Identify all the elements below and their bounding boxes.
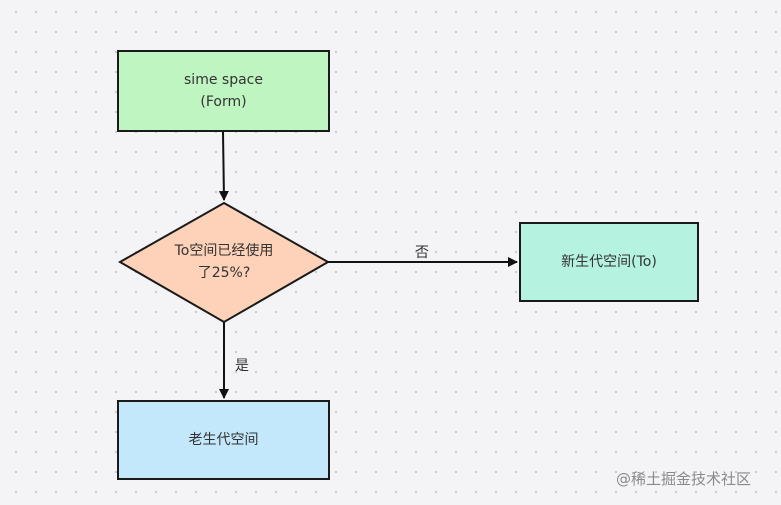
form-space-node: sime space (Form) — [117, 50, 330, 132]
watermark: @稀土掘金技术社区 — [616, 470, 752, 488]
edge-label-no: 否 — [415, 245, 429, 261]
decision-label: To空间已经使用 了25%? — [150, 240, 298, 284]
form-node-line2: (Form) — [200, 94, 247, 110]
old-gen-label: 老生代空间 — [188, 432, 259, 448]
new-generation-node: 新生代空间(To) — [519, 222, 699, 302]
decision-label-line1: To空间已经使用 — [174, 243, 274, 259]
edge-label-yes: 是 — [235, 358, 249, 374]
new-gen-label: 新生代空间(To) — [561, 254, 657, 270]
edge-form-to-decision — [218, 131, 229, 201]
old-generation-node: 老生代空间 — [117, 400, 330, 480]
form-node-line1: sime space — [184, 72, 263, 88]
decision-label-line2: 了25%? — [197, 265, 251, 281]
